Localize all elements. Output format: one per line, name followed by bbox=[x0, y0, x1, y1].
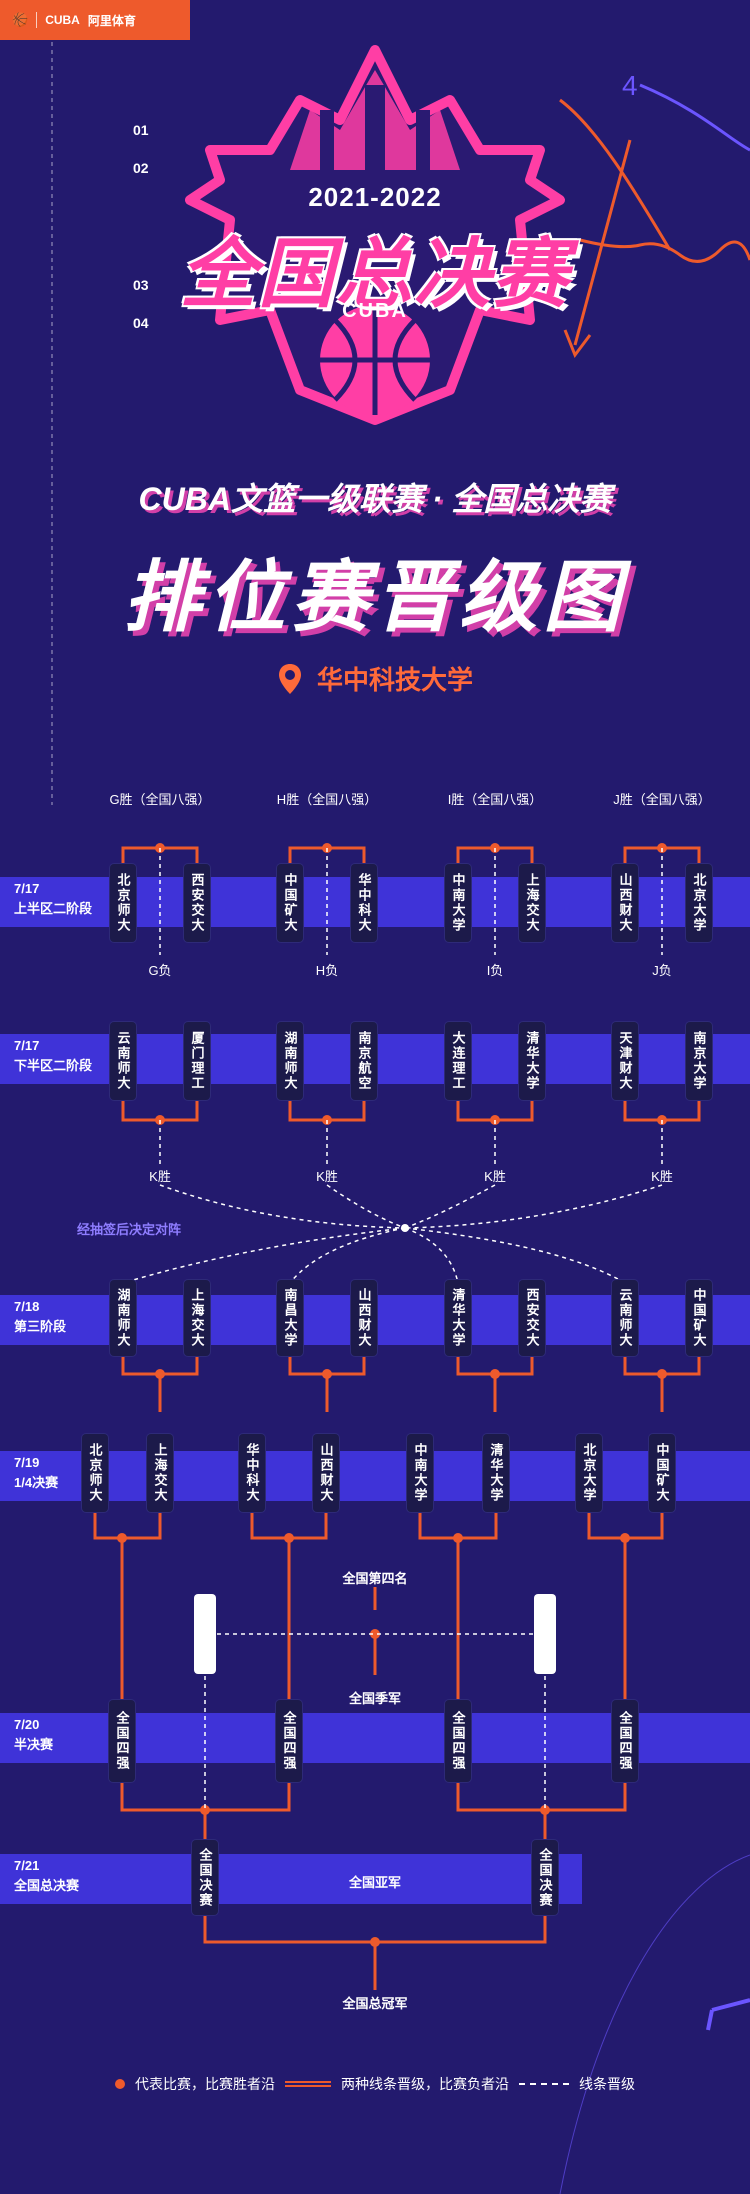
team-stage3-5: 清华大学 bbox=[445, 1280, 471, 1356]
draw-note: 经抽签后决定对阵 bbox=[77, 1222, 182, 1237]
team-quarter-5: 中南大学 bbox=[407, 1434, 433, 1512]
divider bbox=[36, 12, 38, 28]
legend: 代表比赛，比赛胜者沿 两种线条晋级，比赛负者沿 线条晋级 bbox=[0, 2074, 750, 2094]
team-lower-1: 云南师大 bbox=[110, 1022, 136, 1100]
label-k-winner-4: K胜 bbox=[651, 1169, 673, 1184]
team-upper-5: 中南大学 bbox=[445, 864, 471, 942]
legend-dot-icon bbox=[115, 2079, 125, 2089]
legend-solid-line-icon bbox=[285, 2081, 331, 2087]
finals-emblem bbox=[185, 45, 565, 425]
team-quarter-3: 华中科大 bbox=[239, 1434, 265, 1512]
legend-dot-text: 代表比赛，比赛胜者沿 bbox=[135, 2076, 275, 2092]
label-k-winner-2: K胜 bbox=[316, 1169, 338, 1184]
label-i-winner: I胜（全国八强） bbox=[447, 792, 543, 807]
team-lower-5: 大连理工 bbox=[445, 1022, 471, 1100]
nav-number-02: 02 bbox=[133, 160, 149, 176]
team-stage3-1: 湖南师大 bbox=[110, 1280, 136, 1356]
team-lower-4: 南京航空 bbox=[351, 1022, 377, 1100]
team-upper-7: 山西财大 bbox=[612, 864, 638, 942]
team-stage3-2: 上海交大 bbox=[184, 1280, 210, 1356]
hero-title-big: 全国总决赛 bbox=[180, 232, 570, 317]
band-quarter bbox=[0, 1451, 750, 1501]
location-text: 华中科技大学 bbox=[316, 665, 473, 695]
hero-cuba: CUBA bbox=[342, 300, 408, 322]
team-upper-6: 上海交大 bbox=[519, 864, 545, 942]
team-quarter-1: 北京师大 bbox=[82, 1434, 108, 1512]
legend-solid-text: 两种线条晋级，比赛负者沿 bbox=[341, 2076, 509, 2092]
top-brand-bar: 🏀 CUBA 阿里体育 bbox=[0, 0, 190, 40]
brand-partner: 阿里体育 bbox=[87, 13, 136, 28]
team-quarter-7: 北京大学 bbox=[576, 1434, 602, 1512]
legend-dashed-line-icon bbox=[519, 2083, 569, 2085]
team-semi-3: 全国四强 bbox=[445, 1700, 471, 1782]
team-upper-4: 华中科大 bbox=[351, 864, 377, 942]
decor-lines: 4 bbox=[51, 42, 750, 805]
label-h-winner: H胜（全国八强） bbox=[276, 792, 378, 807]
main-title: 排位赛晋级图 bbox=[122, 553, 627, 641]
third-place-box-right bbox=[534, 1594, 556, 1674]
team-quarter-2: 上海交大 bbox=[147, 1434, 173, 1512]
brand-cuba: CUBA bbox=[45, 13, 80, 27]
label-k-winner-3: K胜 bbox=[484, 1169, 506, 1184]
fourth-place-label: 全国第四名 bbox=[342, 1571, 408, 1586]
nav-number-04: 04 bbox=[133, 315, 149, 331]
nav-number-03: 03 bbox=[133, 277, 149, 293]
team-stage3-4: 山西财大 bbox=[351, 1280, 377, 1356]
third-place-box-left bbox=[194, 1594, 216, 1674]
label-g-winner: G胜（全国八强） bbox=[109, 792, 211, 807]
label-h-loser: H负 bbox=[315, 963, 339, 978]
label-k-winner-1: K胜 bbox=[149, 1169, 171, 1184]
label-i-loser: I负 bbox=[486, 963, 504, 978]
team-final-2: 全国决赛 bbox=[532, 1840, 558, 1915]
team-lower-3: 湖南师大 bbox=[277, 1022, 303, 1100]
team-quarter-8: 中国矿大 bbox=[649, 1434, 675, 1512]
band-final bbox=[0, 1854, 582, 1904]
svg-text:4: 4 bbox=[622, 70, 638, 101]
team-stage3-6: 西安交大 bbox=[519, 1280, 545, 1356]
cuba-shield-icon: 🏀 bbox=[12, 12, 29, 27]
team-lower-6: 清华大学 bbox=[519, 1022, 545, 1100]
team-upper-2: 西安交大 bbox=[184, 864, 210, 942]
third-place-label: 全国季军 bbox=[348, 1691, 402, 1706]
team-semi-1: 全国四强 bbox=[109, 1700, 135, 1782]
runner-up-label: 全国亚军 bbox=[348, 1875, 402, 1890]
team-lower-8: 南京大学 bbox=[686, 1022, 712, 1100]
legend-dash-text: 线条晋级 bbox=[579, 2076, 635, 2092]
team-upper-3: 中国矿大 bbox=[277, 864, 303, 942]
team-quarter-4: 山西财大 bbox=[313, 1434, 339, 1512]
team-stage3-3: 南昌大学 bbox=[277, 1280, 303, 1356]
hero-years: 2021-2022 bbox=[308, 182, 442, 212]
team-lower-2: 厦门理工 bbox=[184, 1022, 210, 1100]
team-upper-1: 北京师大 bbox=[110, 864, 136, 942]
team-semi-2: 全国四强 bbox=[276, 1700, 302, 1782]
team-stage3-8: 中国矿大 bbox=[686, 1280, 712, 1356]
nav-number-01: 01 bbox=[133, 122, 149, 138]
label-g-loser: G负 bbox=[148, 963, 172, 978]
label-j-loser: J负 bbox=[652, 963, 672, 978]
team-quarter-6: 清华大学 bbox=[483, 1434, 509, 1512]
team-upper-8: 北京大学 bbox=[686, 864, 712, 942]
subtitle: CUBA文篮一级联赛 · 全国总决赛 bbox=[138, 481, 612, 517]
team-semi-4: 全国四强 bbox=[612, 1700, 638, 1782]
location-pin-icon bbox=[278, 663, 301, 694]
location: 华中科技大学 bbox=[0, 660, 750, 697]
team-lower-7: 天津财大 bbox=[612, 1022, 638, 1100]
champion-label: 全国总冠军 bbox=[342, 1996, 408, 2011]
team-final-1: 全国决赛 bbox=[192, 1840, 218, 1915]
team-stage3-7: 云南师大 bbox=[612, 1280, 638, 1356]
label-j-winner: J胜（全国八强） bbox=[613, 792, 711, 807]
